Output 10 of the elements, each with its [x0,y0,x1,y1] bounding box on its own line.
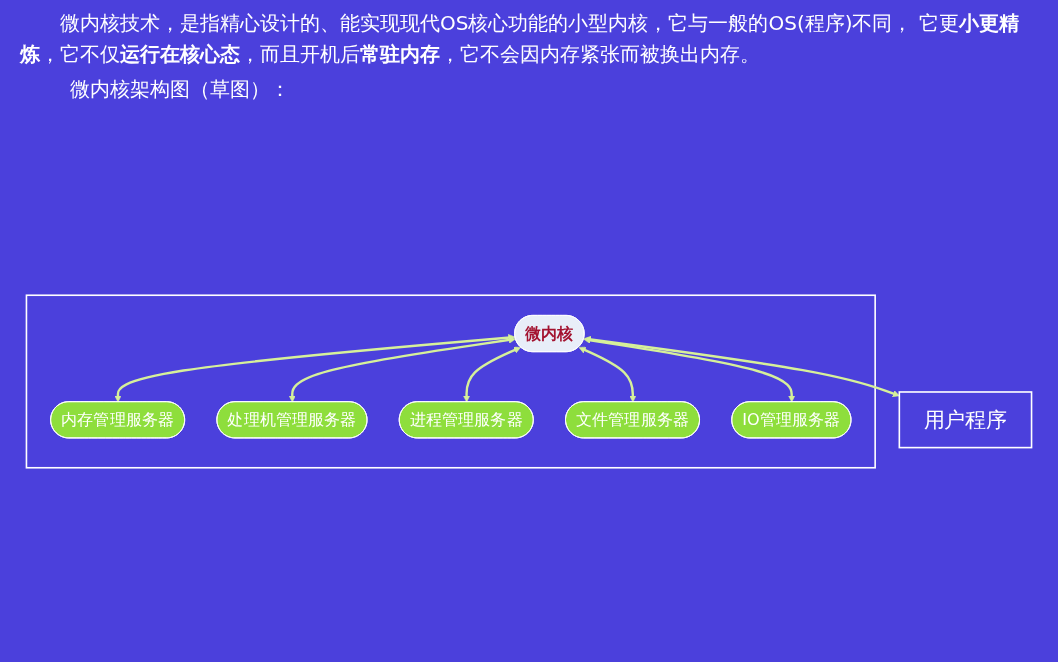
arrow [583,335,900,397]
cluster [25,294,876,469]
arrow [463,346,521,403]
diagram-heading: 微内核架构图（草图）： [70,76,291,103]
arrow [114,334,516,403]
description-paragraph: 微内核技术，是指精心设计的、能实现现代OS核心功能的小型内核，它与一般的OS(程序)不同， 它更小更精炼，它不仅运行在核心态，而且开机后常驻内存，它不会因内存紧张而被换出内存。 [20,10,1020,68]
node-box: 用户程序 [898,391,1033,449]
arrow [583,336,796,403]
arrow [578,346,637,403]
arrow [288,336,516,403]
